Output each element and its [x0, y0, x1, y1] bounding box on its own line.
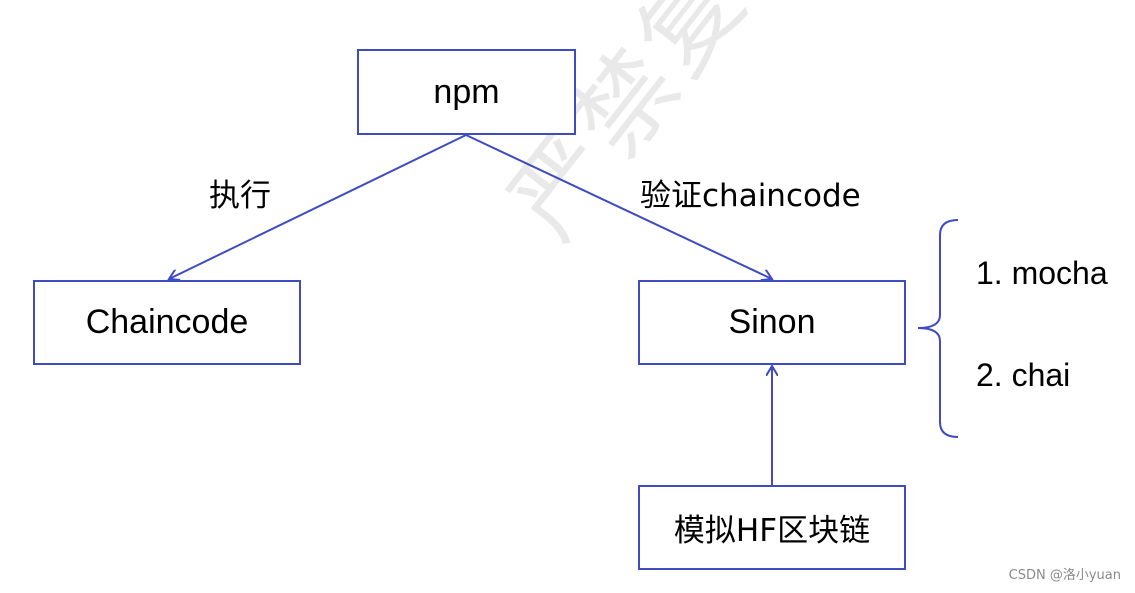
node-chaincode: Chaincode [33, 280, 301, 365]
edge-npm-to-sinon [465, 134, 772, 279]
group-item-mocha: 1. mocha [976, 255, 1108, 291]
node-hf-blockchain-mock: 模拟HF区块链 [638, 485, 906, 570]
edge-label-verify: 验证chaincode [640, 178, 861, 214]
edge-npm-to-chaincode [169, 134, 467, 279]
group-item-chai: 2. chai [976, 357, 1071, 393]
node-sinon: Sinon [638, 280, 906, 365]
node-npm: npm [357, 49, 576, 135]
source-credit: CSDN @洛小yuan [1008, 568, 1121, 583]
curly-brace [917, 219, 959, 438]
edge-label-execute: 执行 [209, 178, 271, 214]
